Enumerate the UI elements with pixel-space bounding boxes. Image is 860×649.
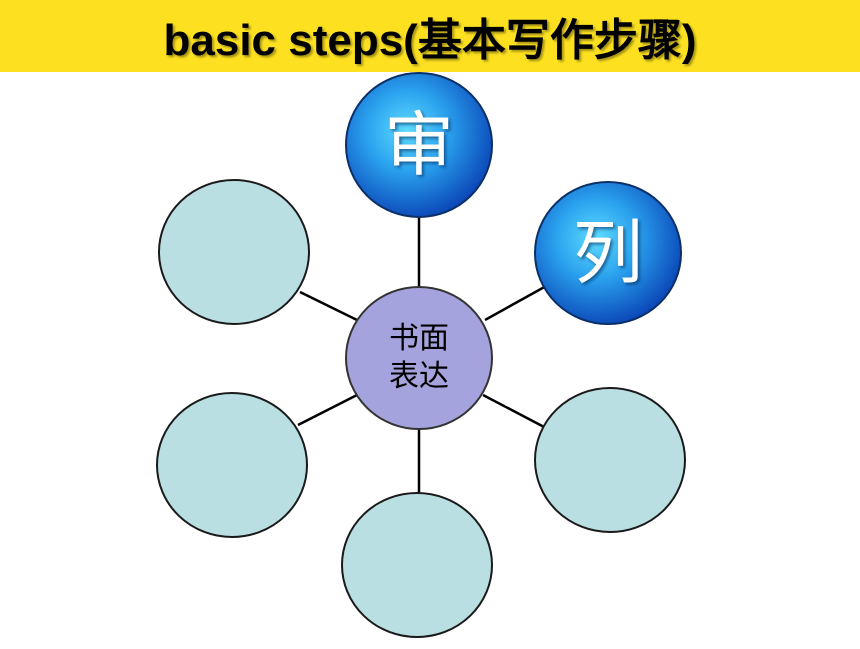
step-circle-bottom-right (534, 387, 686, 533)
step-circle-top-right (534, 181, 682, 325)
step-circle-top-left (158, 179, 310, 325)
step-circle-bottom-left (156, 392, 308, 538)
step-circle-bottom (341, 492, 493, 638)
connector-top-right (484, 283, 549, 322)
connector-bottom-right (482, 393, 547, 430)
connector-top-left (299, 290, 358, 322)
center-circle (345, 286, 493, 430)
page-title: basic steps(基本写作步骤) (163, 16, 697, 65)
title-bar: basic steps(基本写作步骤) (0, 0, 860, 72)
step-circle-top (345, 72, 493, 218)
connector-bottom-left (297, 393, 358, 427)
